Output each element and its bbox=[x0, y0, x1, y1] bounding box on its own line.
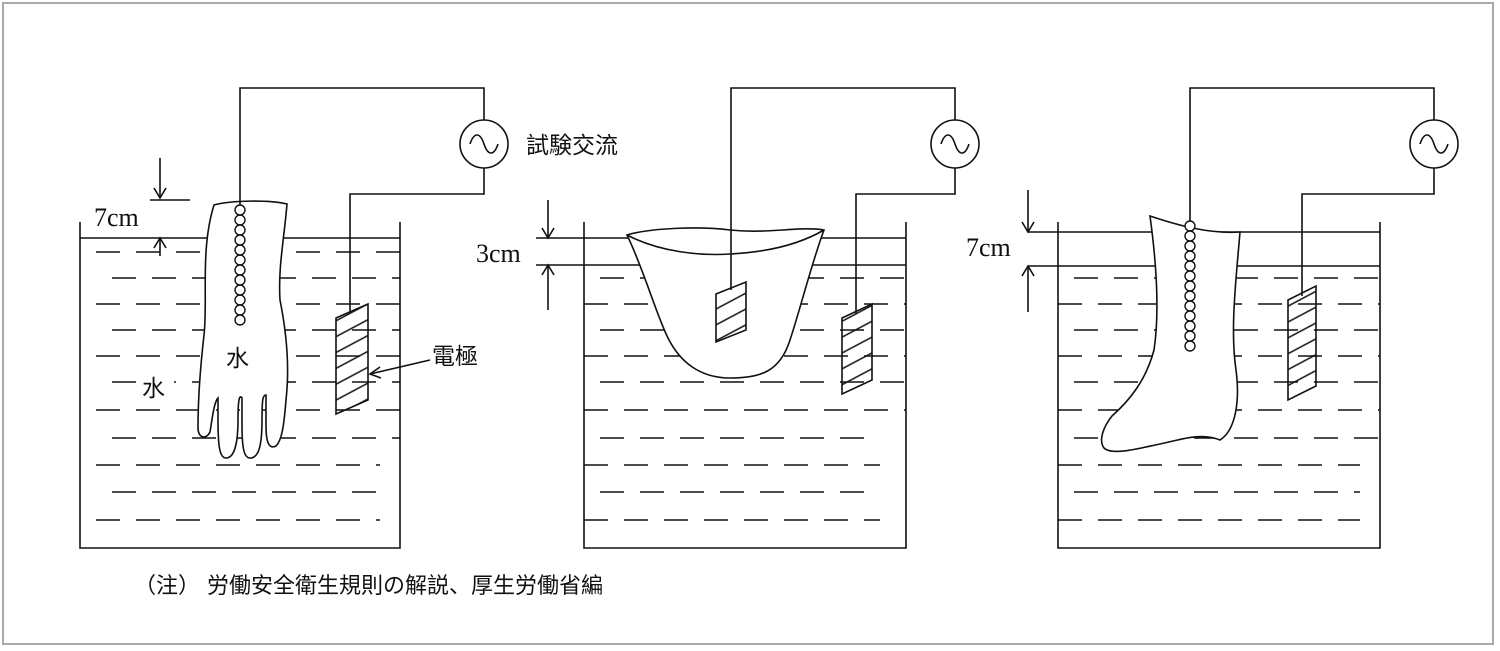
inner-electrode-chain-boot bbox=[1184, 220, 1196, 352]
water-outside-label: 水 bbox=[142, 376, 165, 402]
depth-label-sleeve: 3cm bbox=[476, 239, 521, 268]
depth-label-boot: 7cm bbox=[966, 233, 1011, 262]
water-inside-label: 水 bbox=[226, 346, 249, 372]
test-ac-label: 試験交流 bbox=[526, 133, 618, 159]
electrode-pointer bbox=[368, 359, 431, 379]
wire-glove bbox=[239, 87, 485, 205]
tank-glove bbox=[79, 222, 401, 549]
panel-glove bbox=[79, 87, 509, 549]
outer-electrode-sleeve bbox=[841, 302, 873, 396]
inner-electrode-chain-glove bbox=[234, 204, 246, 326]
depth-dimension-sleeve bbox=[536, 200, 584, 310]
outer-electrode-glove bbox=[335, 302, 369, 416]
tank-boot bbox=[1057, 222, 1381, 549]
ac-source-icon bbox=[1409, 119, 1459, 169]
outer-electrode-boot bbox=[1287, 284, 1317, 402]
panel-boot bbox=[1021, 87, 1459, 549]
tank-sleeve bbox=[583, 222, 907, 549]
depth-dimension-glove bbox=[150, 158, 190, 256]
glove bbox=[197, 200, 289, 459]
footnote: （注） 労働安全衛生規則の解説、厚生労働省編 bbox=[134, 574, 603, 599]
panel-sleeve bbox=[536, 87, 980, 549]
boot bbox=[1100, 214, 1241, 453]
inner-electrode-sleeve bbox=[715, 280, 747, 344]
depth-label-glove: 7cm bbox=[94, 203, 139, 232]
depth-dimension-boot bbox=[1021, 190, 1035, 312]
ac-source-icon bbox=[459, 119, 509, 169]
electrode-label: 電極 bbox=[432, 344, 478, 370]
ac-source-icon bbox=[930, 119, 980, 169]
